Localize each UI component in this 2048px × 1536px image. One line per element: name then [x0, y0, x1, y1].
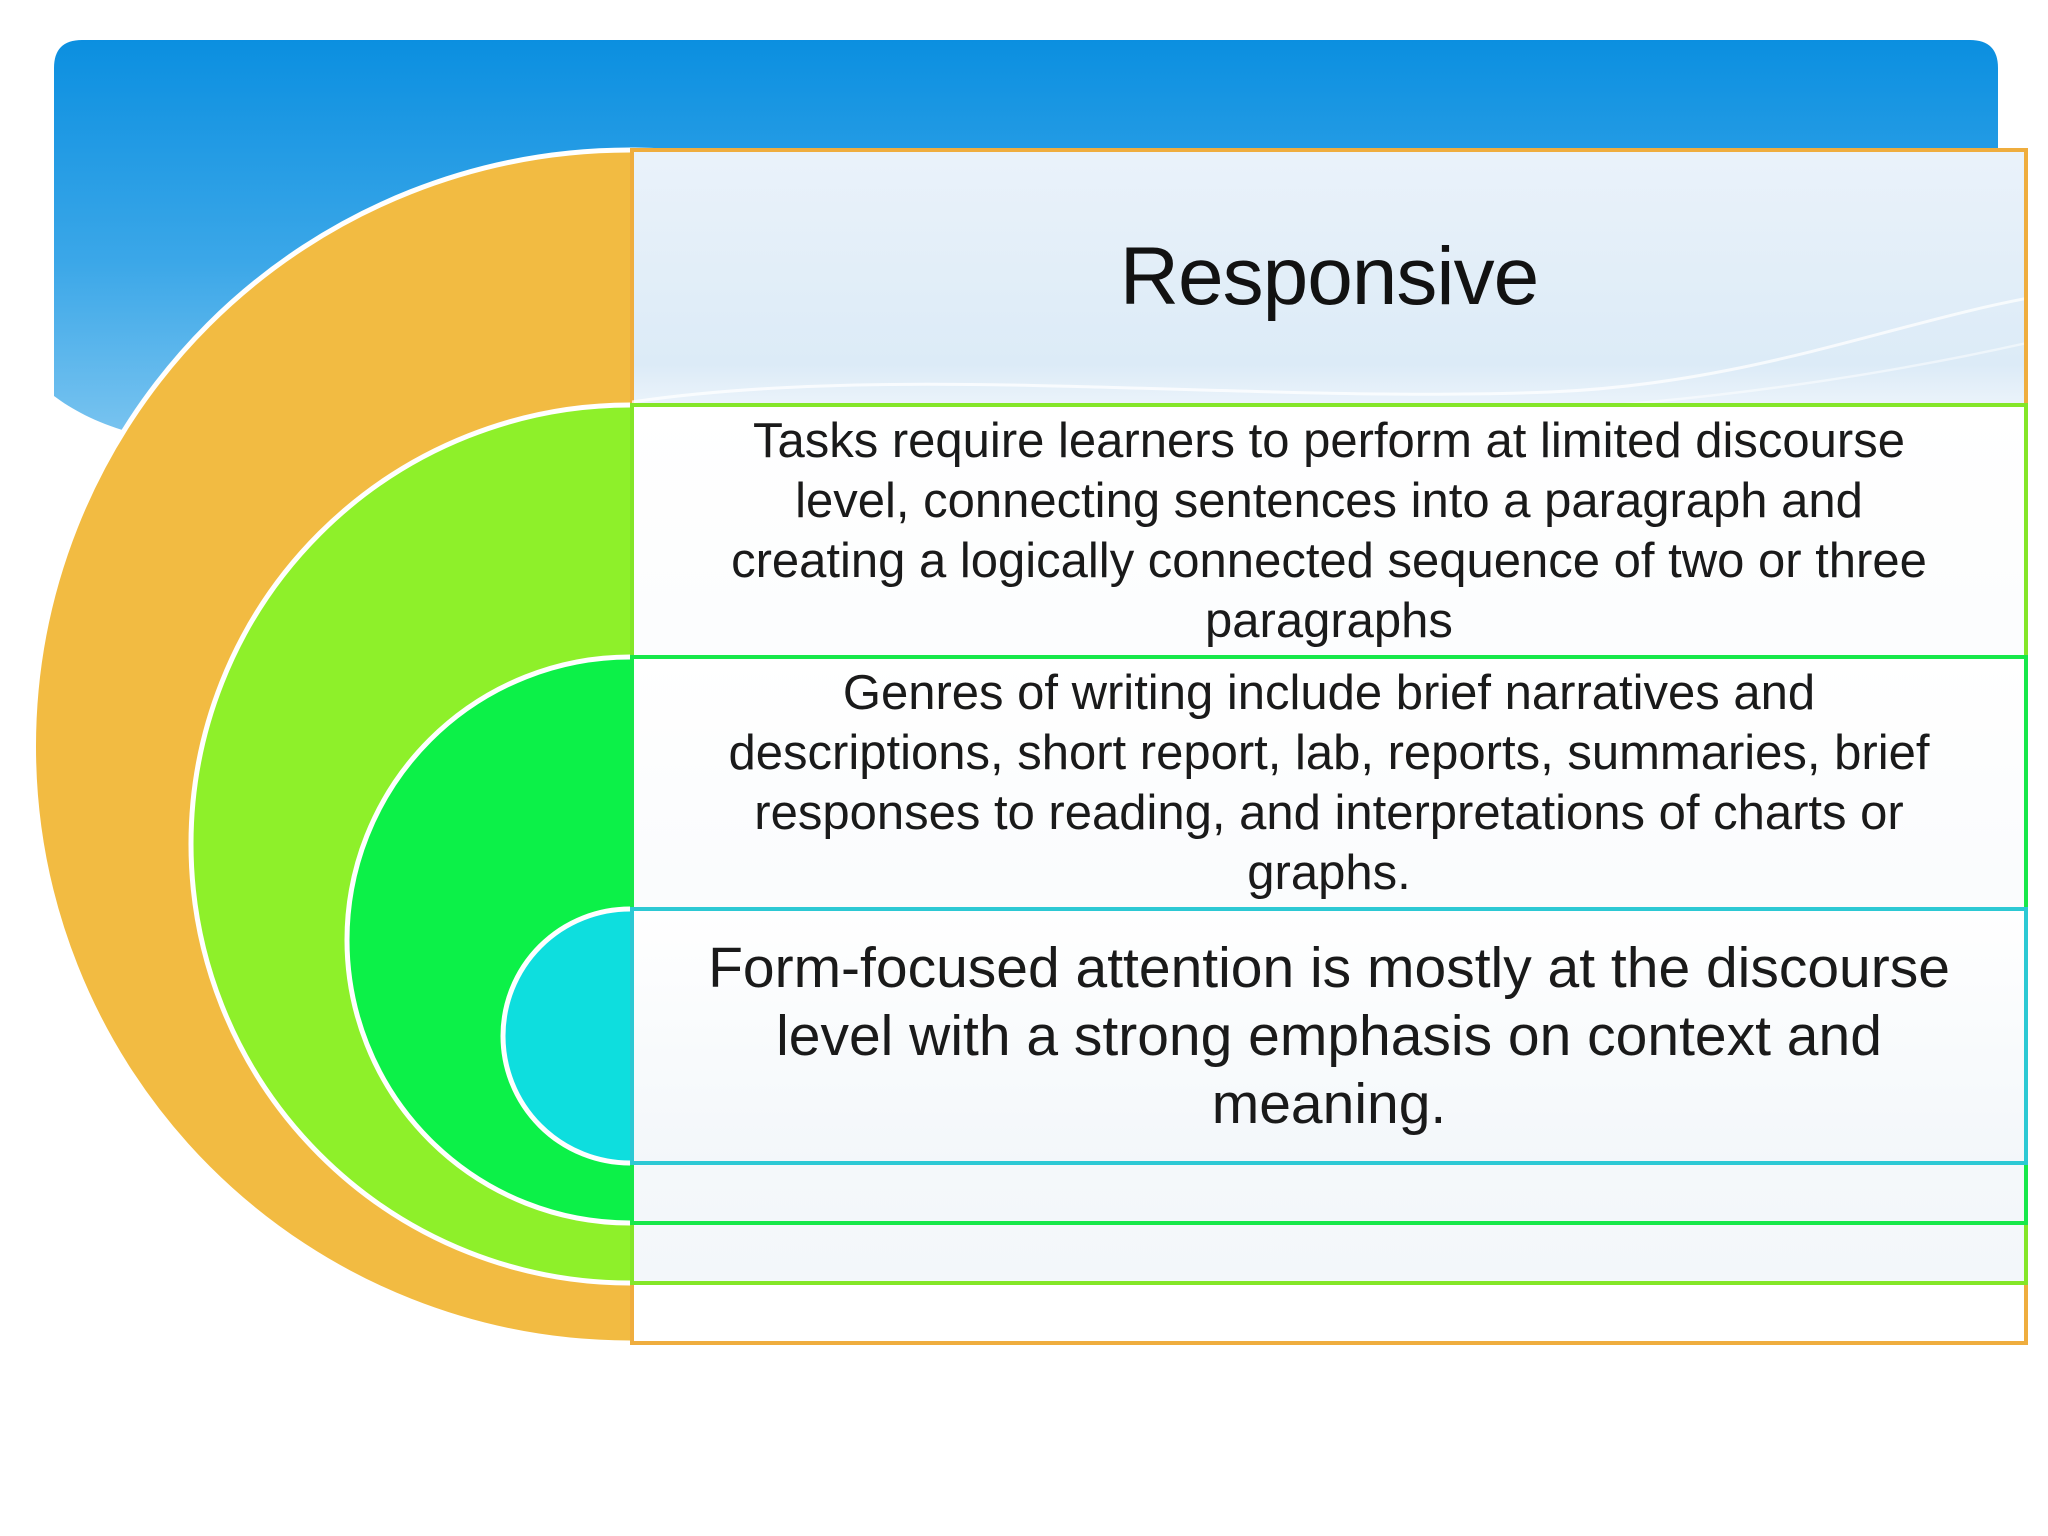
- wave-line: [1622, 342, 2024, 403]
- wave-line: [632, 297, 2024, 403]
- form-box-bg: [630, 907, 2028, 1165]
